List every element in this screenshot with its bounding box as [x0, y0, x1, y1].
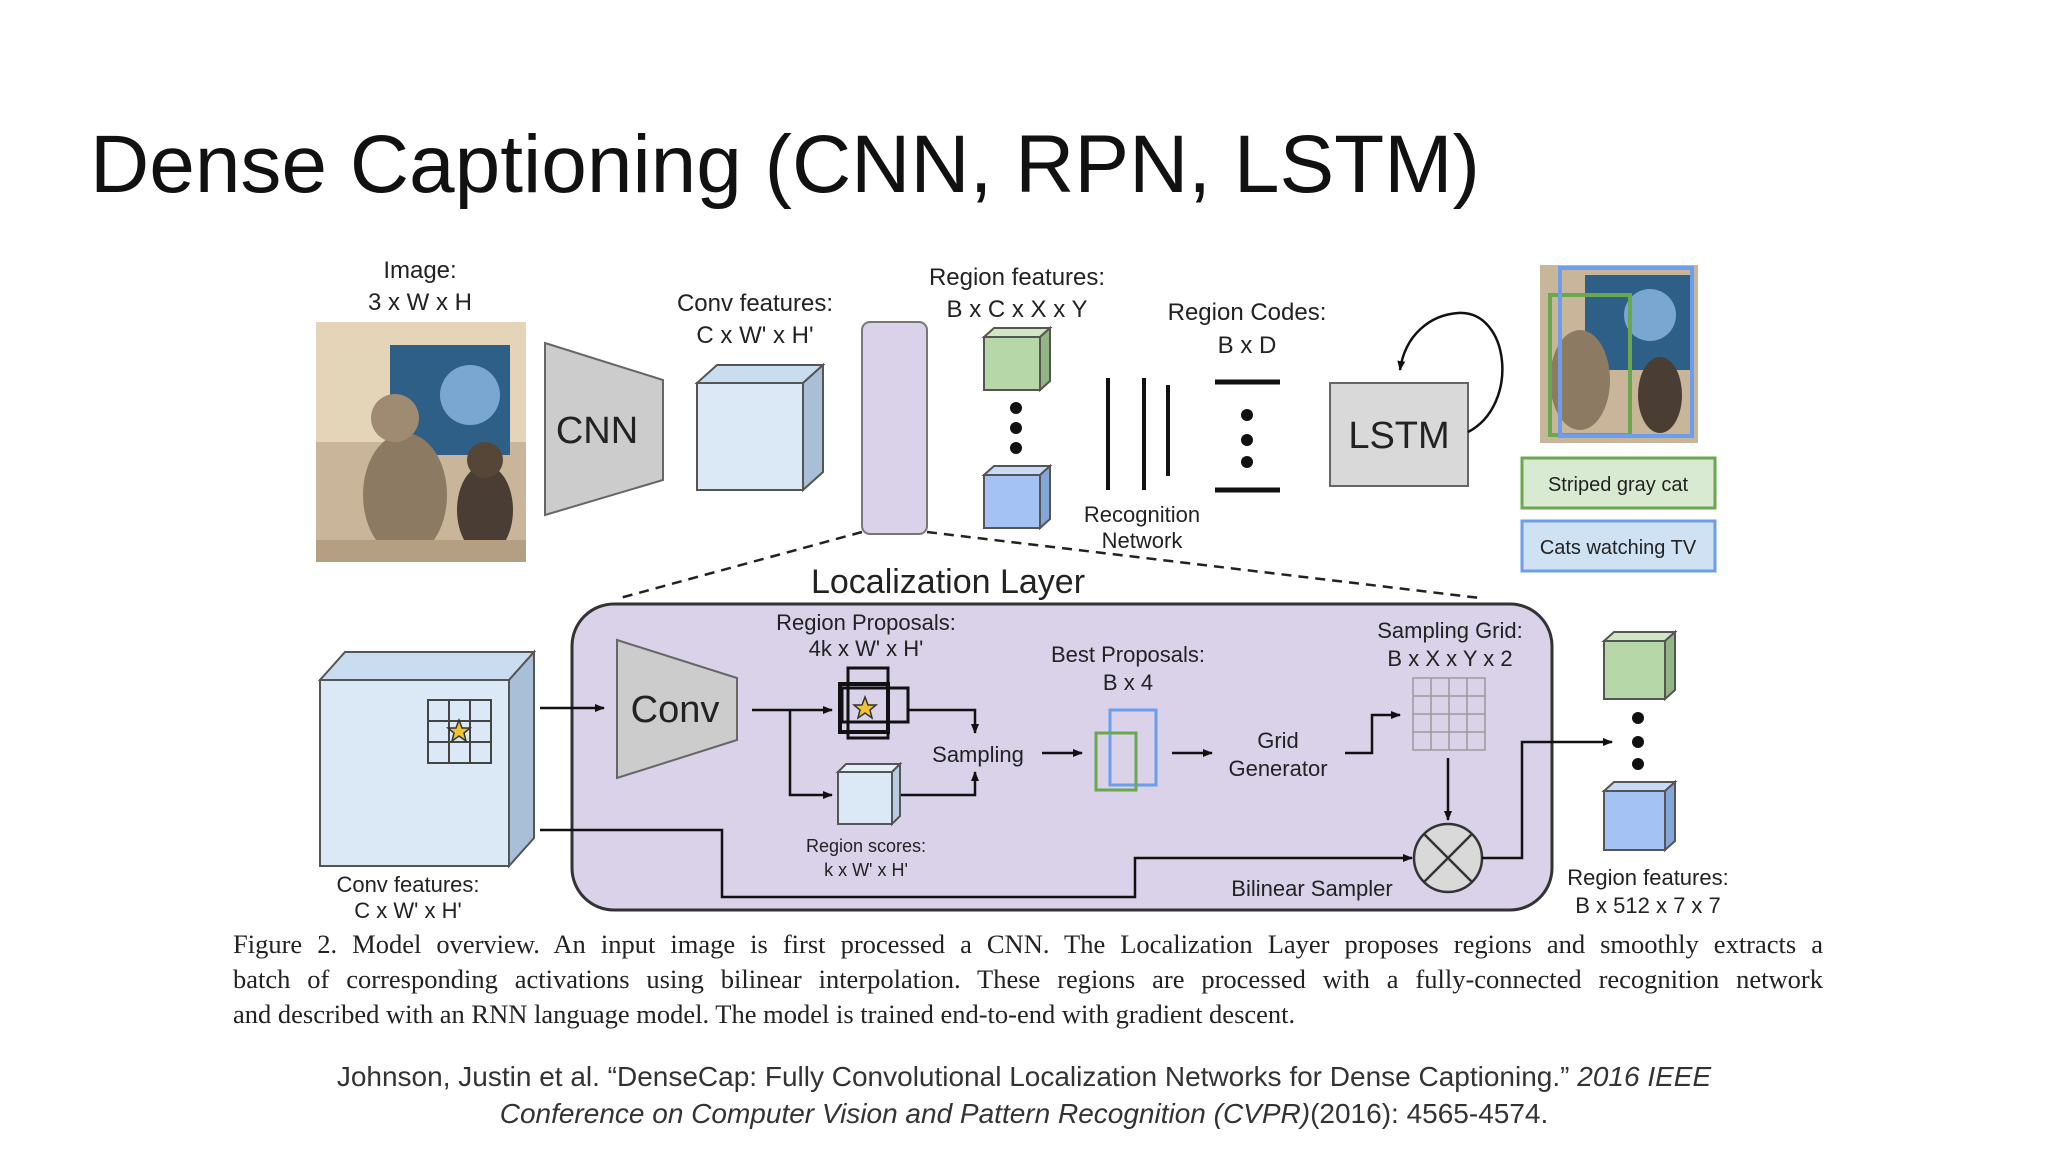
caption-box-cats-watching-tv — [1520, 519, 1717, 573]
ellipsis-dot — [1241, 409, 1253, 421]
conv-features-top-line1: Conv features: — [677, 290, 833, 317]
lstm-loop-arrow — [1397, 311, 1504, 434]
caption-line: Figure 2. Model overview. An input image… — [233, 929, 1823, 959]
recognition-network-line1: Recognition — [1084, 502, 1200, 527]
region-codes-line2: B x D — [1218, 332, 1277, 359]
conv-features-bottom-line2: C x W' x H' — [354, 898, 461, 923]
conv-features-top-line2: C x W' x H' — [696, 322, 813, 349]
cnn-label: CNN — [556, 410, 638, 452]
proposal-star-icon — [851, 694, 879, 720]
citation-pages: (2016): 4565-4574. — [1310, 1098, 1549, 1129]
best-proposals-line1: Best Proposals: — [1051, 642, 1205, 667]
region-features-top-line2: B x C x X x Y — [947, 296, 1088, 323]
region-scores-cube — [835, 761, 903, 827]
arrow-sampler-to-features — [1482, 738, 1613, 860]
sampling-grid-icon — [1412, 677, 1486, 751]
figure-caption: Figure 2. Model overview. An input image… — [233, 927, 1823, 1032]
citation-venue-b: Conference on Computer Vision and Patter… — [499, 1098, 1311, 1129]
output-image — [1540, 265, 1698, 443]
arrow-conv-to-scores — [788, 710, 833, 799]
localization-column — [861, 321, 928, 535]
region-feature-blue-cube — [981, 463, 1053, 531]
best-proposals-boxes — [1094, 708, 1158, 792]
region-features-bottom-line2: B x 512 x 7 x 7 — [1575, 893, 1721, 918]
arrow-grid-to-sampling-grid — [1345, 711, 1401, 755]
citation-venue-a: 2016 IEEE — [1577, 1061, 1712, 1092]
region-feature-bottom-green-cube — [1601, 629, 1678, 702]
region-scores-line1: Region scores: — [806, 836, 926, 856]
region-feature-bottom-blue-cube — [1601, 779, 1678, 853]
bilinear-sampler-label: Bilinear Sampler — [1231, 876, 1392, 901]
region-proposals-line1: Region Proposals: — [776, 610, 956, 635]
localization-layer-panel — [570, 602, 1554, 912]
arrow-scores-to-sampling — [900, 771, 979, 797]
caption-text-striped-gray-cat: Striped gray cat — [1548, 474, 1689, 496]
ellipsis-dot — [1632, 758, 1644, 770]
caption-line: and described with an RNN language model… — [233, 999, 1296, 1029]
arrow-proposals-to-sampling — [908, 708, 979, 734]
conv-block — [616, 638, 738, 780]
sampling-grid-line2: B x X x Y x 2 — [1387, 646, 1512, 671]
ellipsis-dot — [1010, 442, 1022, 454]
caption-line: batch of corresponding activations using… — [233, 964, 1823, 994]
expand-line-left — [619, 530, 863, 600]
recognition-network-line2: Network — [1102, 528, 1184, 553]
region-scores-line2: k x W' x H' — [824, 860, 908, 880]
conv-features-top-cube — [694, 362, 826, 493]
region-codes-line1: Region Codes: — [1168, 299, 1327, 326]
citation: Johnson, Justin et al. “DenseCap: Fully … — [0, 1058, 2048, 1132]
arrow-features-to-sampler — [540, 828, 1413, 899]
region-features-top-line1: Region features: — [929, 264, 1105, 291]
caption-text-cats-watching-tv: Cats watching TV — [1540, 537, 1697, 559]
region-proposals-boxes — [838, 666, 910, 740]
anchor-star-icon — [445, 717, 473, 743]
grid-generator-line1: Grid — [1257, 728, 1299, 753]
region-features-bottom-line1: Region features: — [1567, 865, 1728, 890]
ellipsis-dot — [1632, 712, 1644, 724]
conv-label: Conv — [631, 689, 720, 731]
conv-features-bottom-line1: Conv features: — [336, 872, 479, 897]
caption-box-striped-gray-cat — [1520, 456, 1717, 510]
grid-generator-line2: Generator — [1228, 756, 1327, 781]
ellipsis-dot — [1241, 434, 1253, 446]
sampling-label: Sampling — [932, 742, 1024, 767]
conv-features-bottom-cube — [317, 649, 537, 869]
input-image — [316, 322, 526, 562]
cnn-block — [544, 341, 664, 517]
citation-authors-title: Johnson, Justin et al. “DenseCap: Fully … — [336, 1061, 1578, 1092]
lstm-block — [1329, 382, 1469, 487]
region-proposals-line2: 4k x W' x H' — [809, 636, 924, 661]
ellipsis-dot — [1010, 402, 1022, 414]
best-proposals-line2: B x 4 — [1103, 670, 1153, 695]
region-feature-green-cube — [981, 325, 1053, 393]
image-label-line2: 3 x W x H — [368, 289, 472, 316]
lstm-label: LSTM — [1348, 415, 1449, 457]
expand-line-right — [926, 530, 1481, 600]
ellipsis-dot — [1632, 736, 1644, 748]
ellipsis-dot — [1241, 456, 1253, 468]
localization-layer-title: Localization Layer — [811, 563, 1085, 601]
sampling-grid-line1: Sampling Grid: — [1377, 618, 1523, 643]
slide-title: Dense Captioning (CNN, RPN, LSTM) — [90, 119, 1480, 210]
image-label-line1: Image: — [383, 257, 456, 284]
ellipsis-dot — [1010, 422, 1022, 434]
bilinear-sampler-icon — [1412, 822, 1484, 894]
